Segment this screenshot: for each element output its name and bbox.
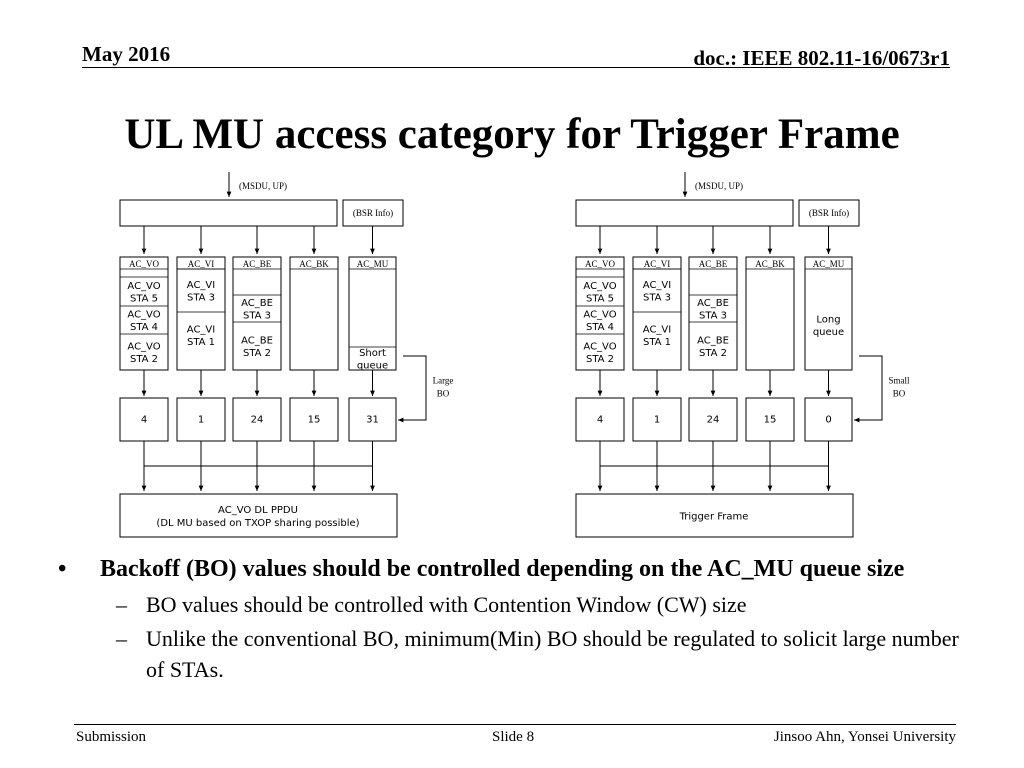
right-output-box <box>575 493 854 538</box>
header-divider <box>82 67 950 68</box>
bullet-list: • Backoff (BO) values should be controll… <box>58 553 968 685</box>
left-classifier-box <box>119 199 338 227</box>
right-bsr-info-label: (BSR Info) <box>809 208 849 218</box>
right-backoff-counter <box>804 397 853 442</box>
left-queue-name: AC_VO <box>129 259 160 269</box>
left-queue-ac-vo <box>119 256 169 371</box>
right-queue-ac-be <box>688 256 738 371</box>
right-backoff-counter <box>575 397 625 442</box>
left-queue-ac-vi <box>176 256 226 371</box>
right-output-label: Trigger Frame <box>679 512 749 523</box>
left-backoff-value: 15 <box>308 415 321 426</box>
bullet-sub-1-text: BO values should be controlled with Cont… <box>146 592 747 617</box>
right-queue-name: AC_BK <box>755 259 785 269</box>
left-output-label: AC_VO DL PPDU(DL MU based on TXOP sharin… <box>156 505 359 529</box>
left-backoff-value: 1 <box>198 415 204 426</box>
bullet-dash: – <box>116 626 127 651</box>
footer-author: Jinsoo Ahn, Yonsei University <box>773 729 956 745</box>
right-queue-name: AC_VO <box>585 259 616 269</box>
left-queue-name: AC_BK <box>299 259 329 269</box>
right-queue-name: AC_MU <box>813 259 845 269</box>
right-backoff-value: 4 <box>597 415 603 426</box>
left-queue-name: AC_VI <box>188 259 215 269</box>
left-backoff-value: 24 <box>251 415 264 426</box>
left-bsr-info-label: (BSR Info) <box>353 208 393 218</box>
right-queue-name: AC_BE <box>699 259 728 269</box>
right-queue-ac-bk <box>745 256 795 371</box>
left-backoff-counter <box>348 397 397 442</box>
left-bsr-feedback-arrow <box>398 355 427 423</box>
right-input-label: (MSDU, UP) <box>695 181 743 191</box>
bullet-sub-2: – Unlike the conventional BO, minimum(Mi… <box>58 623 968 685</box>
left-backoff-counter <box>176 397 226 442</box>
left-queue-ac-mu <box>348 256 397 371</box>
footer-slide-number: Slide 8 <box>492 729 535 745</box>
right-backoff-value: 15 <box>764 415 777 426</box>
bullet-sub-1: – BO values should be controlled with Co… <box>58 589 968 620</box>
right-bsr-feedback-arrow <box>854 355 883 423</box>
bullet-main-text: Backoff (BO) values should be controlled… <box>100 556 905 582</box>
right-backoff-value: 1 <box>654 415 660 426</box>
right-backoff-counter <box>632 397 682 442</box>
left-backoff-counter <box>232 397 282 442</box>
left-output-box <box>119 493 398 538</box>
right-classifier-box <box>575 199 794 227</box>
header-doc-id: doc.: IEEE 802.11-16/0673r1 <box>693 46 950 70</box>
left-backoff-counter <box>119 397 169 442</box>
left-queue-ac-bk <box>289 256 339 371</box>
left-backoff-value: 31 <box>366 415 379 426</box>
left-queue-name: AC_MU <box>357 259 389 269</box>
footer-submission: Submission <box>76 729 147 745</box>
header-date: May 2016 <box>82 42 171 66</box>
left-input-label: (MSDU, UP) <box>239 181 287 191</box>
left-backoff-value: 4 <box>141 415 147 426</box>
bullet-dash: – <box>116 592 127 617</box>
left-queue-name: AC_BE <box>243 259 272 269</box>
left-queue-ac-be <box>232 256 282 371</box>
left-bsr-info-box <box>342 199 404 227</box>
right-queue-ac-vi <box>632 256 682 371</box>
slide-title: UL MU access category for Trigger Frame <box>124 111 900 158</box>
bullet-sub-2-text: Unlike the conventional BO, minimum(Min)… <box>146 626 959 682</box>
right-queue-name: AC_VI <box>644 259 671 269</box>
right-backoff-value: 0 <box>825 415 831 426</box>
bullet-marker: • <box>58 556 67 582</box>
right-backoff-counter <box>688 397 738 442</box>
right-backoff-value: 24 <box>707 415 720 426</box>
footer-divider <box>74 724 956 725</box>
left-backoff-counter <box>289 397 339 442</box>
bullet-main: • Backoff (BO) values should be controll… <box>58 553 968 586</box>
